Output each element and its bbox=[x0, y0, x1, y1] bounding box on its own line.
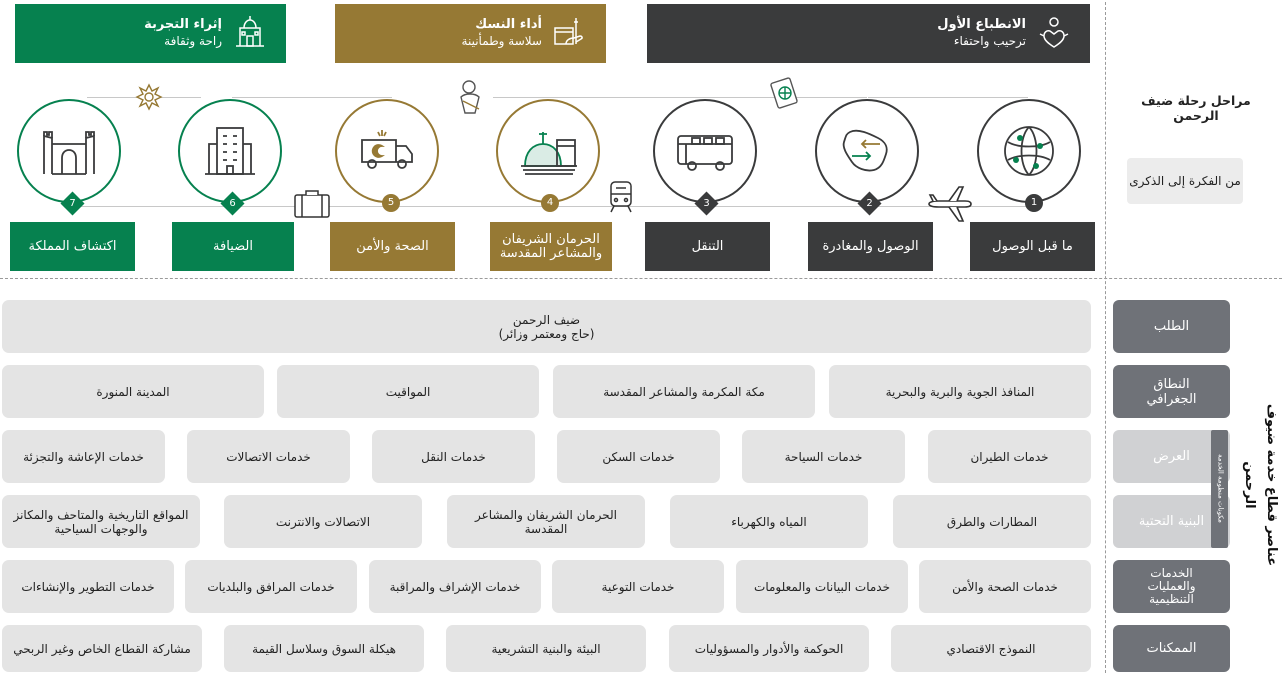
airplane-icon bbox=[928, 186, 972, 222]
stage-label-arrival-departure: الوصول والمغادرة bbox=[808, 222, 933, 271]
vertical-divider bbox=[1105, 2, 1106, 673]
infra-item: المياه والكهرباء bbox=[670, 495, 868, 548]
offer-item: خدمات النقل bbox=[372, 430, 535, 483]
ops-item: خدمات التطوير والإنشاءات bbox=[2, 560, 174, 613]
row-label-geographic-scope: النطاق الجغرافي bbox=[1113, 365, 1230, 418]
stage-label-hospitality: الضيافة bbox=[172, 222, 294, 271]
row-label-operations: الخدمات والعمليات التنظيمية bbox=[1113, 560, 1230, 613]
journey-subtitle: من الفكرة إلى الذكرى bbox=[1129, 174, 1241, 188]
mosque-building-icon bbox=[236, 16, 264, 47]
kaaba-hand-icon bbox=[554, 18, 583, 45]
mosque-kaaba-icon bbox=[521, 132, 577, 175]
geo-item: المدينة المنورة bbox=[2, 365, 264, 418]
heart-hands-icon bbox=[1039, 17, 1069, 48]
infra-item: الحرمان الشريفان والمشاعر المقدسة bbox=[447, 495, 645, 548]
row-label-offer: العرض bbox=[1113, 430, 1230, 483]
service-system-tag: مكونات منظومة الخدمة bbox=[1211, 430, 1228, 548]
ops-item: خدمات البيانات والمعلومات bbox=[736, 560, 908, 613]
phase-header-enrichment: إثراء التجربة راحة وثقافة bbox=[15, 4, 286, 63]
offer-item: خدمات السياحة bbox=[742, 430, 905, 483]
offer-item: خدمات السكن bbox=[557, 430, 720, 483]
phase-subtitle: ترحيب واحتفاء bbox=[953, 34, 1026, 48]
row-label-demand: الطلب bbox=[1113, 300, 1230, 353]
phase-subtitle: راحة وثقافة bbox=[164, 34, 222, 48]
stage-circle-explore-kingdom bbox=[17, 99, 121, 203]
offer-item: خدمات الإعاشة والتجزئة bbox=[2, 430, 165, 483]
stage-number-2: 2 bbox=[857, 191, 882, 216]
phase-header-rituals: أداء النسك سلاسة وطمأنينة bbox=[335, 4, 606, 63]
stage-number-7: 7 bbox=[60, 191, 85, 216]
connector-line bbox=[493, 97, 713, 98]
phase-title: إثراء التجربة bbox=[144, 17, 222, 32]
stage-circle-holy-sites bbox=[496, 99, 600, 203]
connector-line bbox=[232, 97, 392, 98]
horizontal-divider bbox=[0, 278, 1282, 279]
stage-label-health-security: الصحة والأمن bbox=[330, 222, 455, 271]
row-label-enablers: الممكنات bbox=[1113, 625, 1230, 672]
stage-label-pre-arrival: ما قبل الوصول bbox=[970, 222, 1095, 271]
geo-item: مكة المكرمة والمشاعر المقدسة bbox=[553, 365, 815, 418]
globe-icon bbox=[1004, 126, 1054, 176]
stage-label-explore-kingdom: اكتشاف المملكة bbox=[10, 222, 135, 271]
stage-circle-hospitality bbox=[178, 99, 282, 203]
stage-label-transport: التنقل bbox=[645, 222, 770, 271]
phase-subtitle: سلاسة وطمأنينة bbox=[461, 34, 542, 48]
connector-line bbox=[868, 97, 1028, 98]
stage-circle-pre-arrival bbox=[977, 99, 1081, 203]
stage-circle-health-security bbox=[335, 99, 439, 203]
hotel-building-icon bbox=[205, 127, 255, 175]
connector-line bbox=[550, 206, 710, 207]
stage-number-1: 1 bbox=[1025, 194, 1043, 212]
offer-item: خدمات الاتصالات bbox=[187, 430, 350, 483]
train-icon bbox=[610, 181, 632, 213]
passport-icon bbox=[770, 77, 798, 109]
ops-item: خدمات المرافق والبلديات bbox=[185, 560, 357, 613]
stage-number-3: 3 bbox=[694, 191, 719, 216]
connector-line bbox=[390, 206, 550, 207]
geo-item: المواقيت bbox=[277, 365, 539, 418]
enabler-item: هيكلة السوق وسلاسل القيمة bbox=[224, 625, 424, 672]
heritage-fort-icon bbox=[43, 131, 95, 175]
enabler-item: مشاركة القطاع الخاص وغير الربحي bbox=[2, 625, 202, 672]
enabler-item: البيئة والبنية التشريعية bbox=[446, 625, 646, 672]
geo-item: المنافذ الجوية والبرية والبحرية bbox=[829, 365, 1091, 418]
stage-number-5: 5 bbox=[382, 194, 400, 212]
infra-item: المطارات والطرق bbox=[893, 495, 1091, 548]
phase-header-first-impression: الانطباع الأول ترحيب واحتفاء bbox=[647, 4, 1090, 63]
ihram-cloth-icon bbox=[460, 80, 480, 114]
connector-line bbox=[80, 206, 230, 207]
ops-item: خدمات التوعية bbox=[552, 560, 724, 613]
enabler-item: النموذج الاقتصادي bbox=[891, 625, 1091, 672]
demand-box: ضيف الرحمن (حاج ومعتمر وزائر) bbox=[2, 300, 1091, 353]
stage-number-4: 4 bbox=[541, 194, 559, 212]
enabler-item: الحوكمة والأدوار والمسؤوليات bbox=[669, 625, 869, 672]
stage-circle-arrival-departure bbox=[815, 99, 919, 203]
infra-item: الاتصالات والانترنت bbox=[224, 495, 422, 548]
journey-subtitle-box: من الفكرة إلى الذكرى bbox=[1127, 158, 1243, 204]
luggage-icon bbox=[294, 190, 330, 218]
bus-icon bbox=[677, 135, 733, 171]
stage-number-6: 6 bbox=[220, 191, 245, 216]
ops-item: خدمات الصحة والأمن bbox=[919, 560, 1091, 613]
stage-label-holy-sites: الحرمان الشريفان والمشاعر المقدسة bbox=[490, 222, 612, 271]
offer-item: خدمات الطيران bbox=[928, 430, 1091, 483]
demand-line-2: (حاج ومعتمر وزائر) bbox=[498, 326, 595, 341]
phase-title: أداء النسك bbox=[475, 17, 542, 32]
journey-stages-title: مراحل رحلة ضيف الرحمن bbox=[1141, 93, 1251, 123]
connector-line bbox=[710, 206, 870, 207]
infra-item: المواقع التاريخية والمتاحف والمكانز والو… bbox=[2, 495, 200, 548]
service-system-tag-label: مكونات منظومة الخدمة bbox=[1216, 454, 1225, 523]
phase-title: الانطباع الأول bbox=[937, 17, 1026, 32]
star-ornament-icon bbox=[135, 83, 163, 111]
sector-elements-vertical-title: عناصر قطاع خدمة ضيوف الرحمن bbox=[1242, 403, 1279, 567]
stage-circle-transport bbox=[653, 99, 757, 203]
row-label-infrastructure: البنية التحتية bbox=[1113, 495, 1230, 548]
ambulance-icon bbox=[361, 130, 413, 169]
arrival-departure-map-icon bbox=[842, 129, 888, 172]
demand-line-1: ضيف الرحمن bbox=[512, 312, 581, 327]
ops-item: خدمات الإشراف والمراقبة bbox=[369, 560, 541, 613]
